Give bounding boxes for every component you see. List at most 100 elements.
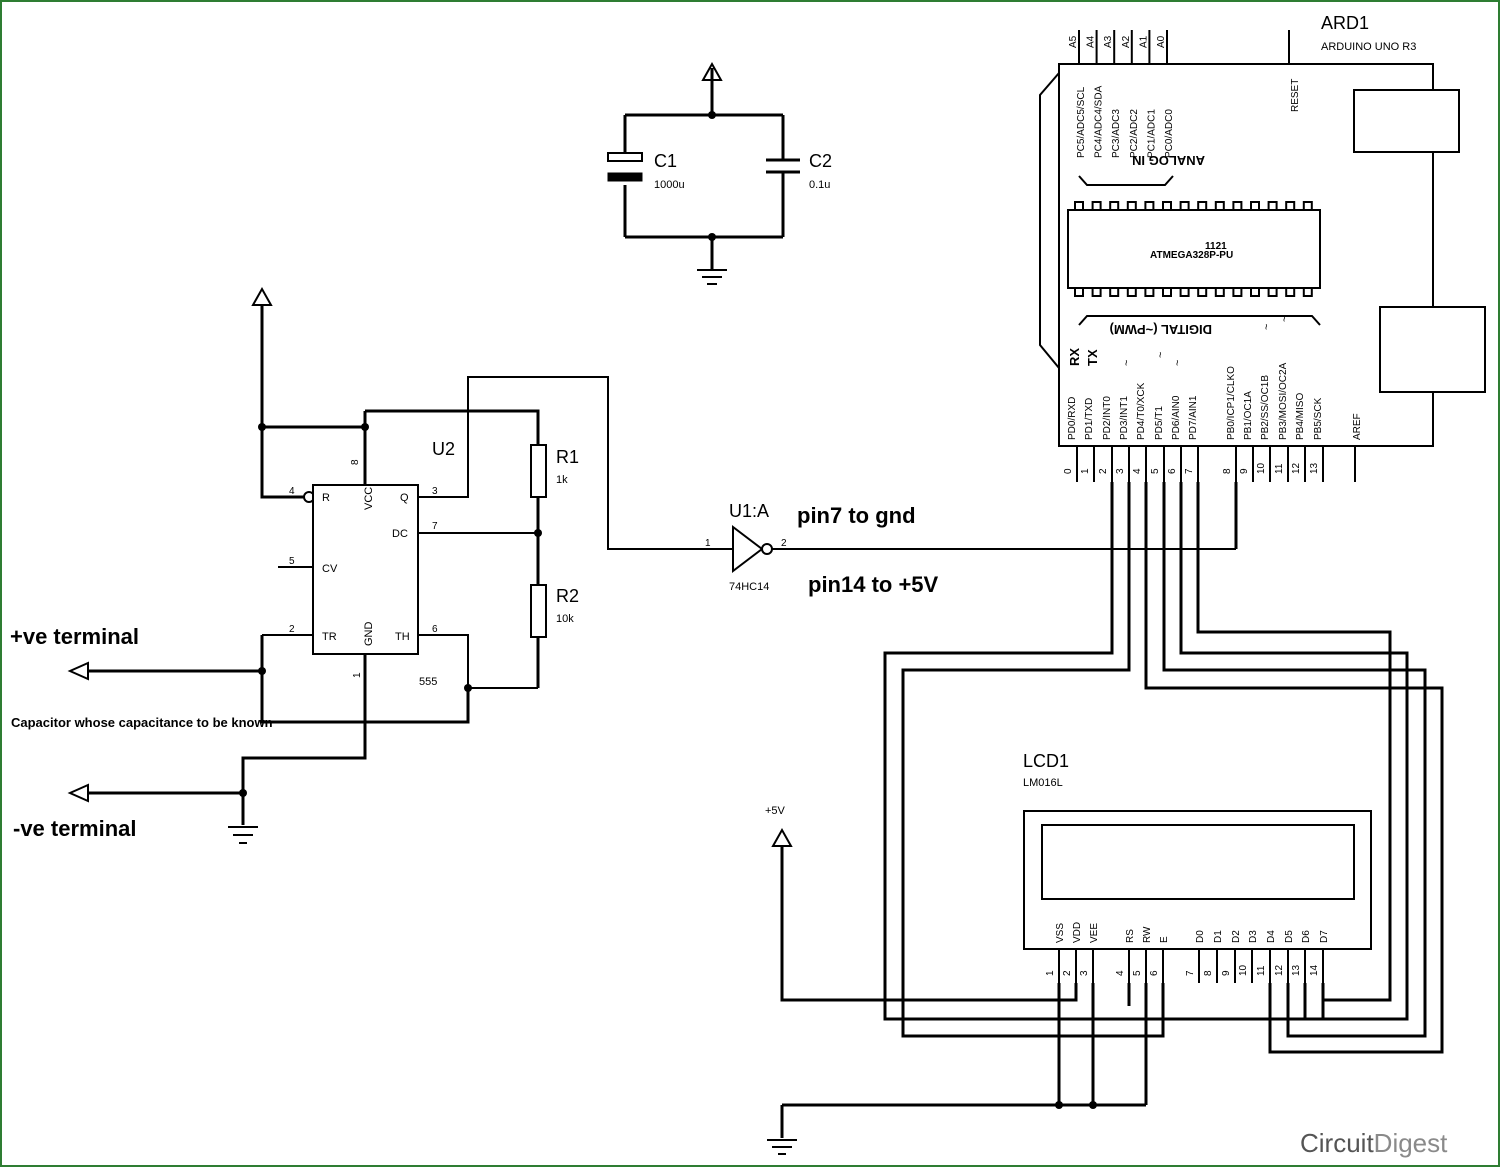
arduino-digital-pin-label: PD6/AIN0 bbox=[1171, 395, 1182, 440]
arduino-digital-pin-number: 8 bbox=[1222, 468, 1233, 474]
u2-pinnum-tr: 2 bbox=[289, 624, 295, 635]
arduino-digital-pin-number: 11 bbox=[1274, 463, 1285, 474]
minus-terminal-label: -ve terminal bbox=[13, 816, 137, 841]
arduino-digital-pin-label: PB4/MISO bbox=[1295, 393, 1306, 440]
u2-reset-wire bbox=[260, 427, 304, 499]
arduino-digital-pin-number: 4 bbox=[1132, 468, 1143, 474]
lcd-screen bbox=[1041, 824, 1355, 900]
arduino-digital-pin-number: 13 bbox=[1309, 462, 1320, 474]
lcd-pin-number: 12 bbox=[1274, 964, 1285, 976]
lcd-pins: VSS1VDD2VEE3RS4RW5E6D07D18D29D310D411D51… bbox=[1045, 922, 1330, 983]
arduino-digital-pin-number: 2 bbox=[1098, 468, 1109, 474]
lcd-pin-number: 13 bbox=[1291, 964, 1302, 976]
arduino-digital-pin-label: PB2/SS/OC1B bbox=[1260, 375, 1271, 440]
u2-q-to-inverter-wire bbox=[418, 376, 700, 550]
lcd-pin-label: RW bbox=[1142, 926, 1153, 943]
arduino-analog-header-label: A1 bbox=[1138, 35, 1149, 48]
lcd-ground-icon bbox=[767, 1139, 797, 1155]
u2-pinnum-r: 4 bbox=[289, 486, 295, 497]
r2-body bbox=[530, 584, 547, 638]
plus-terminal-arrow-icon bbox=[67, 661, 89, 681]
lcd-pin-label: VSS bbox=[1055, 923, 1066, 943]
c1-value: 1000u bbox=[654, 179, 685, 191]
u2-pin-q: Q bbox=[400, 492, 409, 504]
arduino-analog-pin-label: PC2/ADC2 bbox=[1129, 109, 1140, 158]
arduino-pwm-tilde: ~ bbox=[1121, 360, 1133, 366]
u2-pinnum-vcc: 8 bbox=[350, 459, 361, 465]
arduino-digital-pin-label: PD4/T0/XCK bbox=[1136, 382, 1147, 440]
wire-d5-lcd-d5 bbox=[1162, 482, 1427, 1038]
lcd-pin-label: D6 bbox=[1301, 930, 1312, 943]
r1-body bbox=[530, 444, 547, 498]
arduino-power-jack bbox=[1379, 306, 1486, 393]
arduino-usb-connector bbox=[1353, 89, 1460, 153]
brand-logo: CircuitDigest bbox=[1300, 1128, 1448, 1158]
wire-d3-lcd-e bbox=[901, 482, 1165, 1038]
u2-pin-vcc: VCC bbox=[363, 487, 375, 510]
lcd-ground-junction-2 bbox=[1089, 1101, 1097, 1109]
arduino-digital-pin-number: 6 bbox=[1167, 468, 1178, 474]
wire-d6-lcd-d6 bbox=[1179, 482, 1409, 1021]
lcd-pin-number: 5 bbox=[1132, 970, 1143, 976]
arduino-analog-header-label: A3 bbox=[1103, 35, 1114, 48]
arduino-digital-pins: PD0/RXD0PD1/TXD1PD2/INT02PD3/INT13PD4/T0… bbox=[1063, 316, 1324, 482]
pin14-note: pin14 to +5V bbox=[808, 572, 939, 597]
plus-terminal-label: +ve terminal bbox=[10, 624, 139, 649]
lcd-ground-rail bbox=[780, 1103, 1146, 1138]
u1a-ref: U1:A bbox=[729, 501, 769, 521]
arduino-digital-pin-number: 3 bbox=[1115, 468, 1126, 474]
u2-pin-th: TH bbox=[395, 631, 410, 643]
arduino-digital-bracket bbox=[1078, 315, 1321, 326]
u2-pin-gnd: GND bbox=[363, 622, 375, 647]
u2-pin-tr: TR bbox=[322, 631, 337, 643]
arduino-analog-header-label: A0 bbox=[1156, 35, 1167, 48]
lcd-pin-number: 7 bbox=[1185, 970, 1196, 976]
u2-part: 555 bbox=[419, 676, 437, 688]
lcd-ref: LCD1 bbox=[1023, 751, 1069, 771]
minus-terminal-junction bbox=[239, 789, 247, 797]
arduino-digital-pin-number: 1 bbox=[1080, 468, 1091, 474]
arduino-analog-pin-label: PC5/ADC5/SCL bbox=[1076, 86, 1087, 158]
c1-plate-bottom bbox=[607, 172, 643, 182]
arduino-digital-pin-label: PD5/T1 bbox=[1154, 406, 1165, 440]
lcd-ground-junction-1 bbox=[1055, 1101, 1063, 1109]
lcd-pin-number: 14 bbox=[1309, 964, 1320, 976]
u2-supply-arrow-icon bbox=[251, 286, 273, 306]
r2-ref: R2 bbox=[556, 586, 579, 606]
plus-terminal-junction bbox=[258, 667, 266, 675]
timer-555-group: U2 555 R VCC Q DC CV TR GND TH 4 8 3 7 5… bbox=[10, 286, 700, 844]
arduino-analog-bracket bbox=[1078, 175, 1174, 186]
arduino-notch bbox=[1039, 72, 1060, 369]
arduino-reset-label: RESET bbox=[1290, 79, 1301, 112]
arduino-tx-label: TX bbox=[1085, 349, 1100, 366]
u2-pin-r: R bbox=[322, 492, 330, 504]
c-top-junction bbox=[708, 111, 716, 119]
u2-pinnum-th: 6 bbox=[432, 624, 438, 635]
arduino-uno-group: ARD1 ARDUINO UNO R3 RESET ANALOG IN 1121… bbox=[1039, 13, 1486, 482]
inverter-u1a-group: U1:A 74HC14 1 2 pin7 to gnd pin14 to +5V bbox=[700, 501, 1236, 597]
capacitor-c1-c2-group: C1 1000u C2 0.1u bbox=[607, 61, 832, 285]
lcd-pin-number: 6 bbox=[1149, 970, 1160, 976]
c1-plate-top bbox=[607, 152, 643, 162]
arduino-digital-pin-number: 0 bbox=[1063, 468, 1074, 474]
lcd-supply-label: +5V bbox=[765, 805, 786, 817]
lcd-pin-label: E bbox=[1159, 936, 1170, 943]
lcd-pin-label: D1 bbox=[1213, 930, 1224, 943]
arduino-analog-pins: A5PC5/ADC5/SCLA4PC4/ADC4/SDAA3PC3/ADC3A2… bbox=[1068, 30, 1175, 158]
lcd-pin-number: 10 bbox=[1238, 964, 1249, 976]
arduino-digital-pin-label: PD0/RXD bbox=[1067, 397, 1078, 440]
arduino-rx-label: RX bbox=[1067, 348, 1082, 366]
u1a-triangle bbox=[732, 524, 764, 574]
lcd-pin-number: 1 bbox=[1045, 970, 1056, 976]
u1a-pin-out: 2 bbox=[781, 538, 787, 549]
arduino-analog-header-label: A2 bbox=[1121, 35, 1132, 48]
arduino-pwm-tilde: ~ bbox=[1172, 360, 1184, 366]
u2-pin-dc: DC bbox=[392, 528, 408, 540]
u1a-pin-in: 1 bbox=[705, 538, 711, 549]
c1-ref: C1 bbox=[654, 151, 677, 171]
c2-value: 0.1u bbox=[809, 179, 830, 191]
atmega-pins bbox=[1074, 201, 1313, 297]
lcd-vdd-wire bbox=[780, 846, 1078, 1002]
arduino-pwm-tilde: ~ bbox=[1155, 352, 1167, 358]
